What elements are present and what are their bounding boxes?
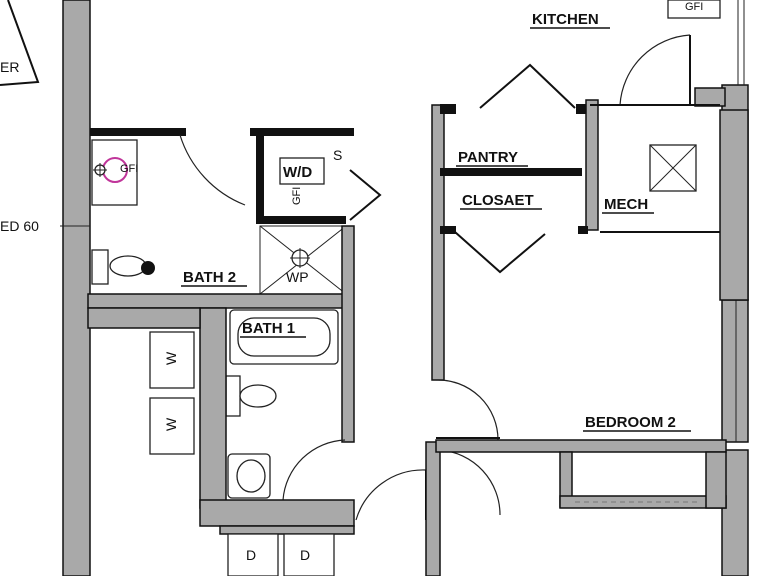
wall-closet-right [705, 451, 727, 509]
wall-laundry-right [199, 307, 227, 509]
room-label-bath1: BATH 1 [242, 320, 295, 337]
bath2-toilet-bowl [109, 255, 147, 277]
kitchen-counter [667, 0, 721, 19]
washer-1-label: W [163, 351, 179, 365]
hall-door-swing [355, 469, 427, 521]
bath1-toilet-tank [225, 375, 241, 417]
callout-text: ER [0, 59, 19, 75]
bath1-sink-bowl [236, 459, 266, 493]
bath2-door-swing [179, 134, 246, 206]
pantry-shelf-wall [440, 168, 582, 176]
wall-mech-right [719, 109, 749, 301]
room-label-bath2: BATH 2 [183, 269, 236, 286]
fire-rating-label: ED 60 [0, 218, 39, 234]
gfi-label-bath2: GFI [120, 163, 138, 175]
bath2-toilet-marker [141, 261, 155, 275]
wall-bath1-right [341, 225, 355, 443]
gfi-label-top: GFI [685, 1, 703, 13]
dryer-1-label: D [246, 547, 256, 563]
exterior-wall-right-mid [721, 299, 749, 443]
bedroom-door-swing-1 [435, 379, 499, 441]
wall-dryer-top [219, 525, 355, 535]
washer-2-label: W [163, 417, 179, 431]
wall-laundry-top [87, 307, 201, 329]
pantry-bifold-door [479, 63, 576, 109]
closet-bifold-door [454, 231, 546, 274]
room-label-mech: MECH [604, 196, 648, 213]
wall-hall-right [425, 441, 441, 576]
bath2-toilet-tank [91, 249, 109, 285]
bedroom-door-swing-2 [439, 449, 501, 516]
wall-post-1 [440, 104, 456, 114]
s-mark: S [333, 147, 342, 163]
washer-2 [149, 397, 195, 455]
laundry-bifold-door [349, 169, 382, 221]
washer-1 [149, 331, 195, 389]
dryer-2-label: D [300, 547, 310, 563]
laundry-bottom-wall [256, 216, 346, 224]
dryer-1 [227, 533, 279, 576]
wall-bath1-bottom [199, 499, 355, 527]
wall-post-2 [576, 104, 588, 114]
laundry-top-wall [250, 128, 354, 136]
wall-bath2-bottom [87, 293, 351, 309]
room-label-pantry: PANTRY [458, 149, 518, 166]
dryer-2 [283, 533, 335, 576]
wall-post-4 [578, 226, 588, 234]
wall-pantry-left [431, 104, 445, 381]
bath1-toilet-bowl [239, 384, 277, 408]
room-label-bedroom2: BEDROOM 2 [585, 414, 676, 431]
bath2-top-wall-thick [90, 128, 186, 136]
bath1-door-swing [282, 439, 346, 501]
gfi-label-rotated: GFI [291, 187, 303, 205]
callout-triangle: ER [0, 0, 40, 86]
room-label-kitchen: KITCHEN [532, 11, 599, 28]
wd-label: W/D [283, 164, 312, 181]
wall-post-3 [440, 226, 456, 234]
wp-label: WP [286, 269, 309, 285]
laundry-left-wall [256, 128, 264, 224]
exterior-wall-left [62, 0, 91, 576]
kitchen-door-swing [619, 34, 691, 106]
mech-unit-x2 [649, 144, 697, 192]
wall-mech-left [585, 99, 599, 231]
room-label-closet: CLOSAET [462, 192, 534, 209]
wd-unit [279, 157, 325, 185]
wall-bedroom2-bottom [435, 439, 727, 453]
wall-kitchen-mech [694, 87, 726, 107]
